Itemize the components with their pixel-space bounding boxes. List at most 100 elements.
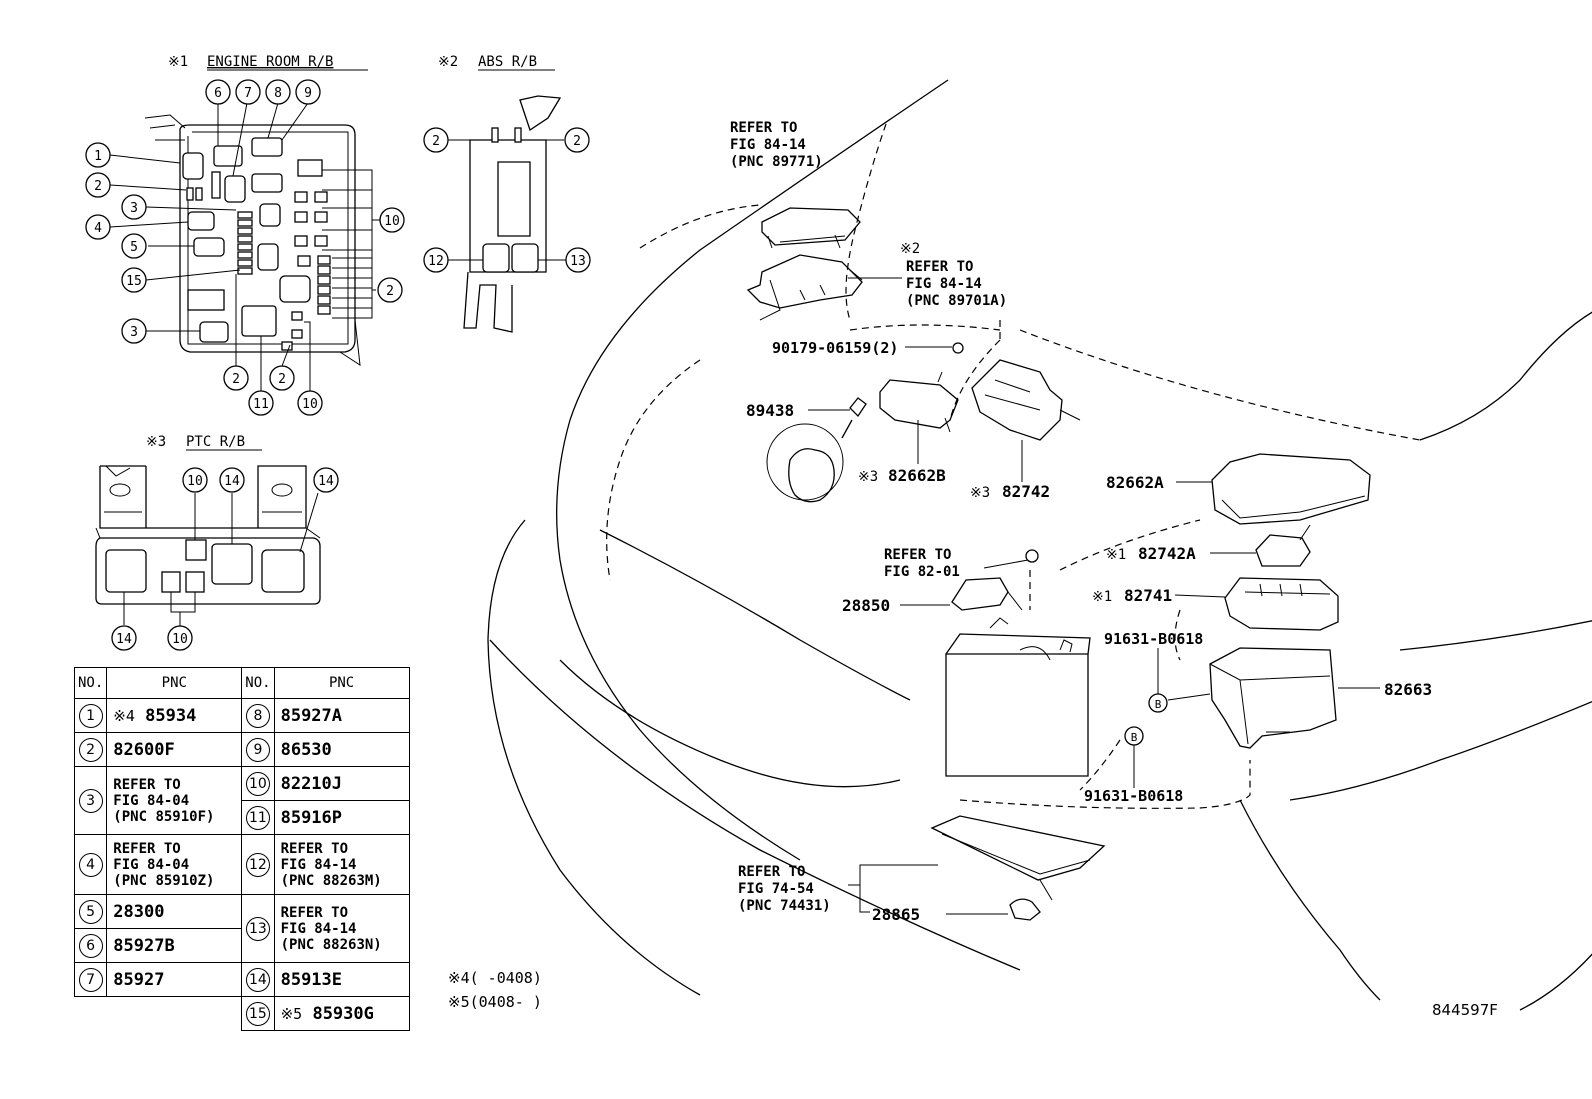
- part-82662b-mark: ※3: [858, 469, 878, 485]
- callout-5: 5: [130, 240, 138, 255]
- ref-89771-l1: REFER TO: [730, 120, 797, 136]
- row-ref-line1: REFER TO: [280, 904, 349, 921]
- part-91631-top: 91631-B0618: [1104, 630, 1203, 648]
- table-row: 3 REFER TO FIG 84-04 (PNC 85910F) 10 822…: [73, 766, 410, 835]
- part-28865: 28865: [872, 905, 920, 924]
- ptc-mark: ※3: [146, 434, 166, 450]
- row-no: 12: [245, 852, 270, 877]
- ref-89701a-mark: ※2: [900, 241, 920, 257]
- row-pnc: 86530: [280, 739, 332, 760]
- row-no: 8: [245, 703, 270, 728]
- callout-6: 6: [214, 86, 222, 101]
- part-82742a-mark: ※1: [1106, 547, 1126, 563]
- row-ref-line1: REFER TO: [113, 840, 181, 857]
- row-ref-line2: FIG 84-04: [113, 856, 190, 873]
- row-mark: ※4: [113, 706, 135, 725]
- table-row: 6 85927B: [73, 928, 410, 963]
- part-82742a: 82742A: [1138, 544, 1196, 563]
- row-no: 4: [78, 852, 103, 877]
- row-mark: ※5: [280, 1004, 303, 1023]
- ref-8201-l2: FIG 82-01: [884, 564, 960, 580]
- footnote-5: ※5(0408- ): [448, 993, 542, 1011]
- part-82662a: 82662A: [1106, 473, 1164, 492]
- callout-14c: 14: [116, 632, 132, 647]
- abs-mark: ※2: [438, 54, 458, 70]
- callout-11: 11: [253, 397, 269, 412]
- callout-14a: 14: [224, 474, 240, 489]
- callout-numbers: 1 2 3 4 5 15 3 6 7 8 9 10 2 2 11 2 10 2 …: [85, 79, 591, 651]
- callout-2b: 2: [386, 284, 394, 299]
- abs-title: ABS R/B: [478, 54, 537, 70]
- callout-2f: 2: [573, 134, 581, 149]
- row-no: 5: [78, 899, 103, 924]
- row-no: 14: [245, 967, 270, 992]
- row-ref-line1: REFER TO: [113, 776, 181, 793]
- row-pnc: 28300: [113, 901, 165, 922]
- ref-89771-l3: (PNC 89771): [730, 154, 823, 170]
- callout-12: 12: [428, 254, 444, 269]
- part-82742: 82742: [1002, 482, 1050, 501]
- callout-14b: 14: [318, 474, 334, 489]
- row-ref-line2: FIG 84-14: [280, 856, 357, 873]
- row-pnc: 85927B: [113, 935, 175, 956]
- abs-rb-title: ※2 ABS R/B: [438, 54, 555, 71]
- footnote-4: ※4( -0408): [448, 969, 542, 987]
- row-ref-line3: (PNC 85910F): [113, 808, 215, 825]
- ref-89701a-l3: (PNC 89701A): [906, 293, 1007, 309]
- ptc-title: PTC R/B: [186, 434, 245, 450]
- b-mark-bottom: B: [1131, 731, 1138, 744]
- callout-8: 8: [274, 86, 282, 101]
- callout-10d: 10: [172, 632, 188, 647]
- row-pnc: 85934: [145, 705, 197, 726]
- row-no: 10: [245, 771, 270, 796]
- table-row: 1 ※4 85934 8 85927A: [73, 698, 410, 733]
- ref-89701a-l1: REFER TO: [906, 259, 973, 275]
- row-no: 3: [78, 788, 103, 813]
- part-90179: 90179-06159(2): [772, 339, 898, 357]
- header-pnc-left: PNC: [106, 667, 243, 699]
- row-no: 9: [245, 737, 270, 762]
- ref-89701a-l2: FIG 84-14: [906, 276, 982, 292]
- row-no: 1: [78, 703, 103, 728]
- part-82663: 82663: [1384, 680, 1432, 699]
- table-row: 13 REFER TO FIG 84-14 (PNC 88263N): [75, 894, 410, 963]
- row-ref-line1: REFER TO: [280, 840, 349, 857]
- ref-74431-l1: REFER TO: [738, 864, 805, 880]
- callout-15: 15: [126, 274, 142, 289]
- callout-1: 1: [94, 149, 102, 164]
- engine-room-mark: ※1: [168, 54, 188, 70]
- engine-bay-drawing: [487, 79, 1592, 1011]
- part-91631-bottom: 91631-B0618: [1084, 787, 1183, 805]
- ref-89771-l2: FIG 84-14: [730, 137, 806, 153]
- row-pnc: 82600F: [113, 739, 175, 760]
- header-pnc-right: PNC: [273, 667, 410, 699]
- row-pnc: 85927: [113, 969, 165, 990]
- main-labels: REFER TO FIG 84-14 (PNC 89771) ※2 REFER …: [730, 120, 1498, 1019]
- table-header-row: NO. PNC NO. PNC: [73, 667, 410, 699]
- row-no: 6: [78, 933, 103, 958]
- engine-room-rb-title: ※1 ENGINE ROOM R/B: [168, 54, 368, 71]
- row-ref-line3: (PNC 85910Z): [113, 872, 215, 889]
- row-no: 15: [245, 1001, 270, 1026]
- ref-74431-l2: FIG 74-54: [738, 881, 814, 897]
- table-row: 2 82600F 9 86530: [73, 732, 410, 767]
- row-no: 11: [245, 805, 270, 830]
- part-82741: 82741: [1124, 586, 1172, 605]
- b-mark-top: B: [1155, 698, 1162, 711]
- callout-3: 3: [130, 201, 138, 216]
- abs-rb-drawing: [448, 95, 566, 333]
- row-ref-line3: (PNC 88263M): [280, 872, 382, 889]
- row-pnc: 85916P: [280, 807, 343, 828]
- header-no-left: NO.: [73, 667, 108, 699]
- callout-2e: 2: [432, 134, 440, 149]
- ptc-rb-title: ※3 PTC R/B: [146, 434, 262, 451]
- engine-room-title: ENGINE ROOM R/B: [207, 54, 333, 70]
- callout-2: 2: [94, 179, 102, 194]
- row-ref-line2: FIG 84-04: [113, 792, 190, 809]
- table-row: 11 85916P: [75, 800, 410, 835]
- ref-74431-l3: (PNC 74431): [738, 898, 831, 914]
- callout-10b: 10: [302, 397, 318, 412]
- table-row: 7 85927 14 85913E: [73, 962, 410, 997]
- part-89438: 89438: [746, 401, 794, 420]
- callout-10c: 10: [187, 474, 203, 489]
